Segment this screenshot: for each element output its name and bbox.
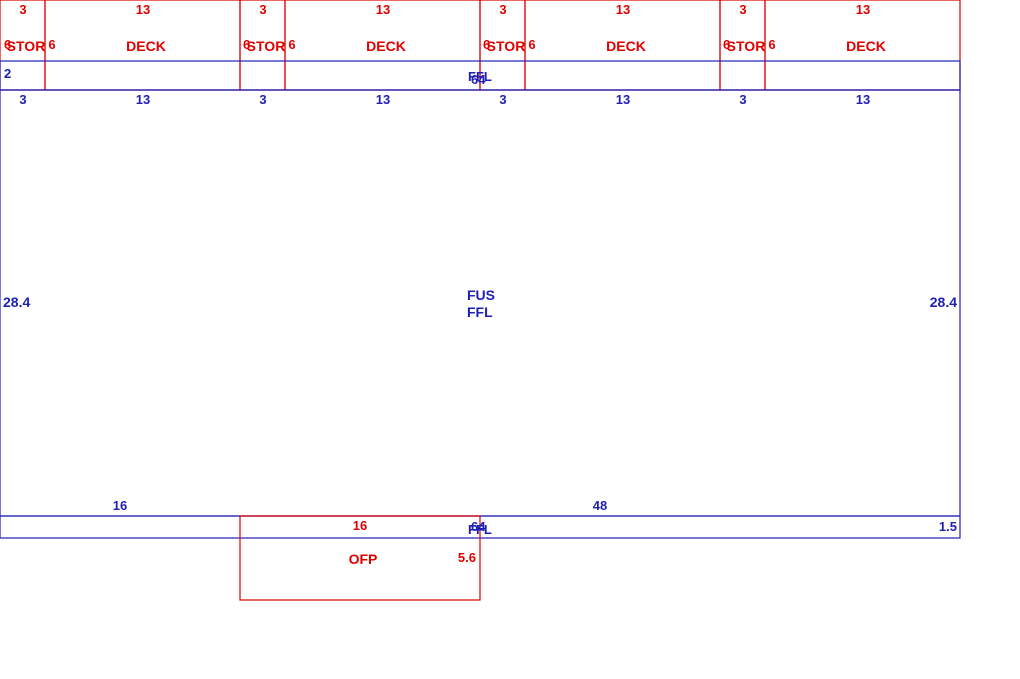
ofp-depth-label: 5.6 [458,550,476,565]
top-row-text: 3 13 6 STOR 6 DECK 3 13 6 STOR 6 DECK 3 … [4,2,886,54]
deck-width-label: 13 [136,2,150,17]
ffl-bottom-overlap-value: 64 [471,519,486,534]
depth-left-label: 28.4 [3,294,30,310]
deck-label: DECK [846,38,886,54]
stor-depth-right-label: 6 [768,37,775,52]
stor-label: STOR [487,38,526,54]
ofp-box [239,515,481,601]
top-dim-label: 13 [376,92,390,107]
bottom-right-dim-label: 48 [593,498,607,513]
ffl-strip-overlap-value: 64 [471,72,486,87]
top-dim-label: 3 [19,92,26,107]
stor-width-label: 3 [259,2,266,17]
stor-width-label: 3 [19,2,26,17]
deck-width-label: 13 [616,2,630,17]
stor-depth-label: 6 [243,37,250,52]
stor-label: STOR [247,38,286,54]
main-block-label-line2: FFL [467,304,493,320]
top-dim-label: 13 [616,92,630,107]
bottom-left-dim-label: 16 [113,498,127,513]
ofp-width-label: 16 [353,518,367,533]
top-dim-label: 13 [136,92,150,107]
depth-right-label: 28.4 [930,294,957,310]
ofp-label: OFP [349,551,378,567]
deck-width-label: 13 [856,2,870,17]
deck-label: DECK [366,38,406,54]
deck-label: DECK [126,38,166,54]
stor-depth-label: 6 [4,37,11,52]
main-block-label-line1: FUS [467,287,495,303]
deck-label: DECK [606,38,646,54]
stor-depth-right-label: 6 [528,37,535,52]
deck-width-label: 13 [376,2,390,17]
ffl-strip-label: FFL [468,69,492,84]
main-block-top-dims: 3 13 3 13 3 13 3 13 [19,92,870,107]
ffl-strip-depth-label: 2 [4,66,11,81]
stor-width-label: 3 [499,2,506,17]
top-dim-label: 3 [499,92,506,107]
bottom-strip-depth-label: 1.5 [939,519,957,534]
stor-label: STOR [7,38,46,54]
top-dim-label: 3 [739,92,746,107]
fus-ffl-block [0,89,961,517]
stor-label: STOR [727,38,766,54]
top-dim-label: 13 [856,92,870,107]
stor-depth-label: 6 [483,37,490,52]
top-dim-label: 3 [259,92,266,107]
stor-depth-right-label: 6 [288,37,295,52]
stor-depth-right-label: 6 [48,37,55,52]
stor-depth-label: 6 [723,37,730,52]
ffl-bottom-label: FFL [468,522,492,537]
stor-width-label: 3 [739,2,746,17]
